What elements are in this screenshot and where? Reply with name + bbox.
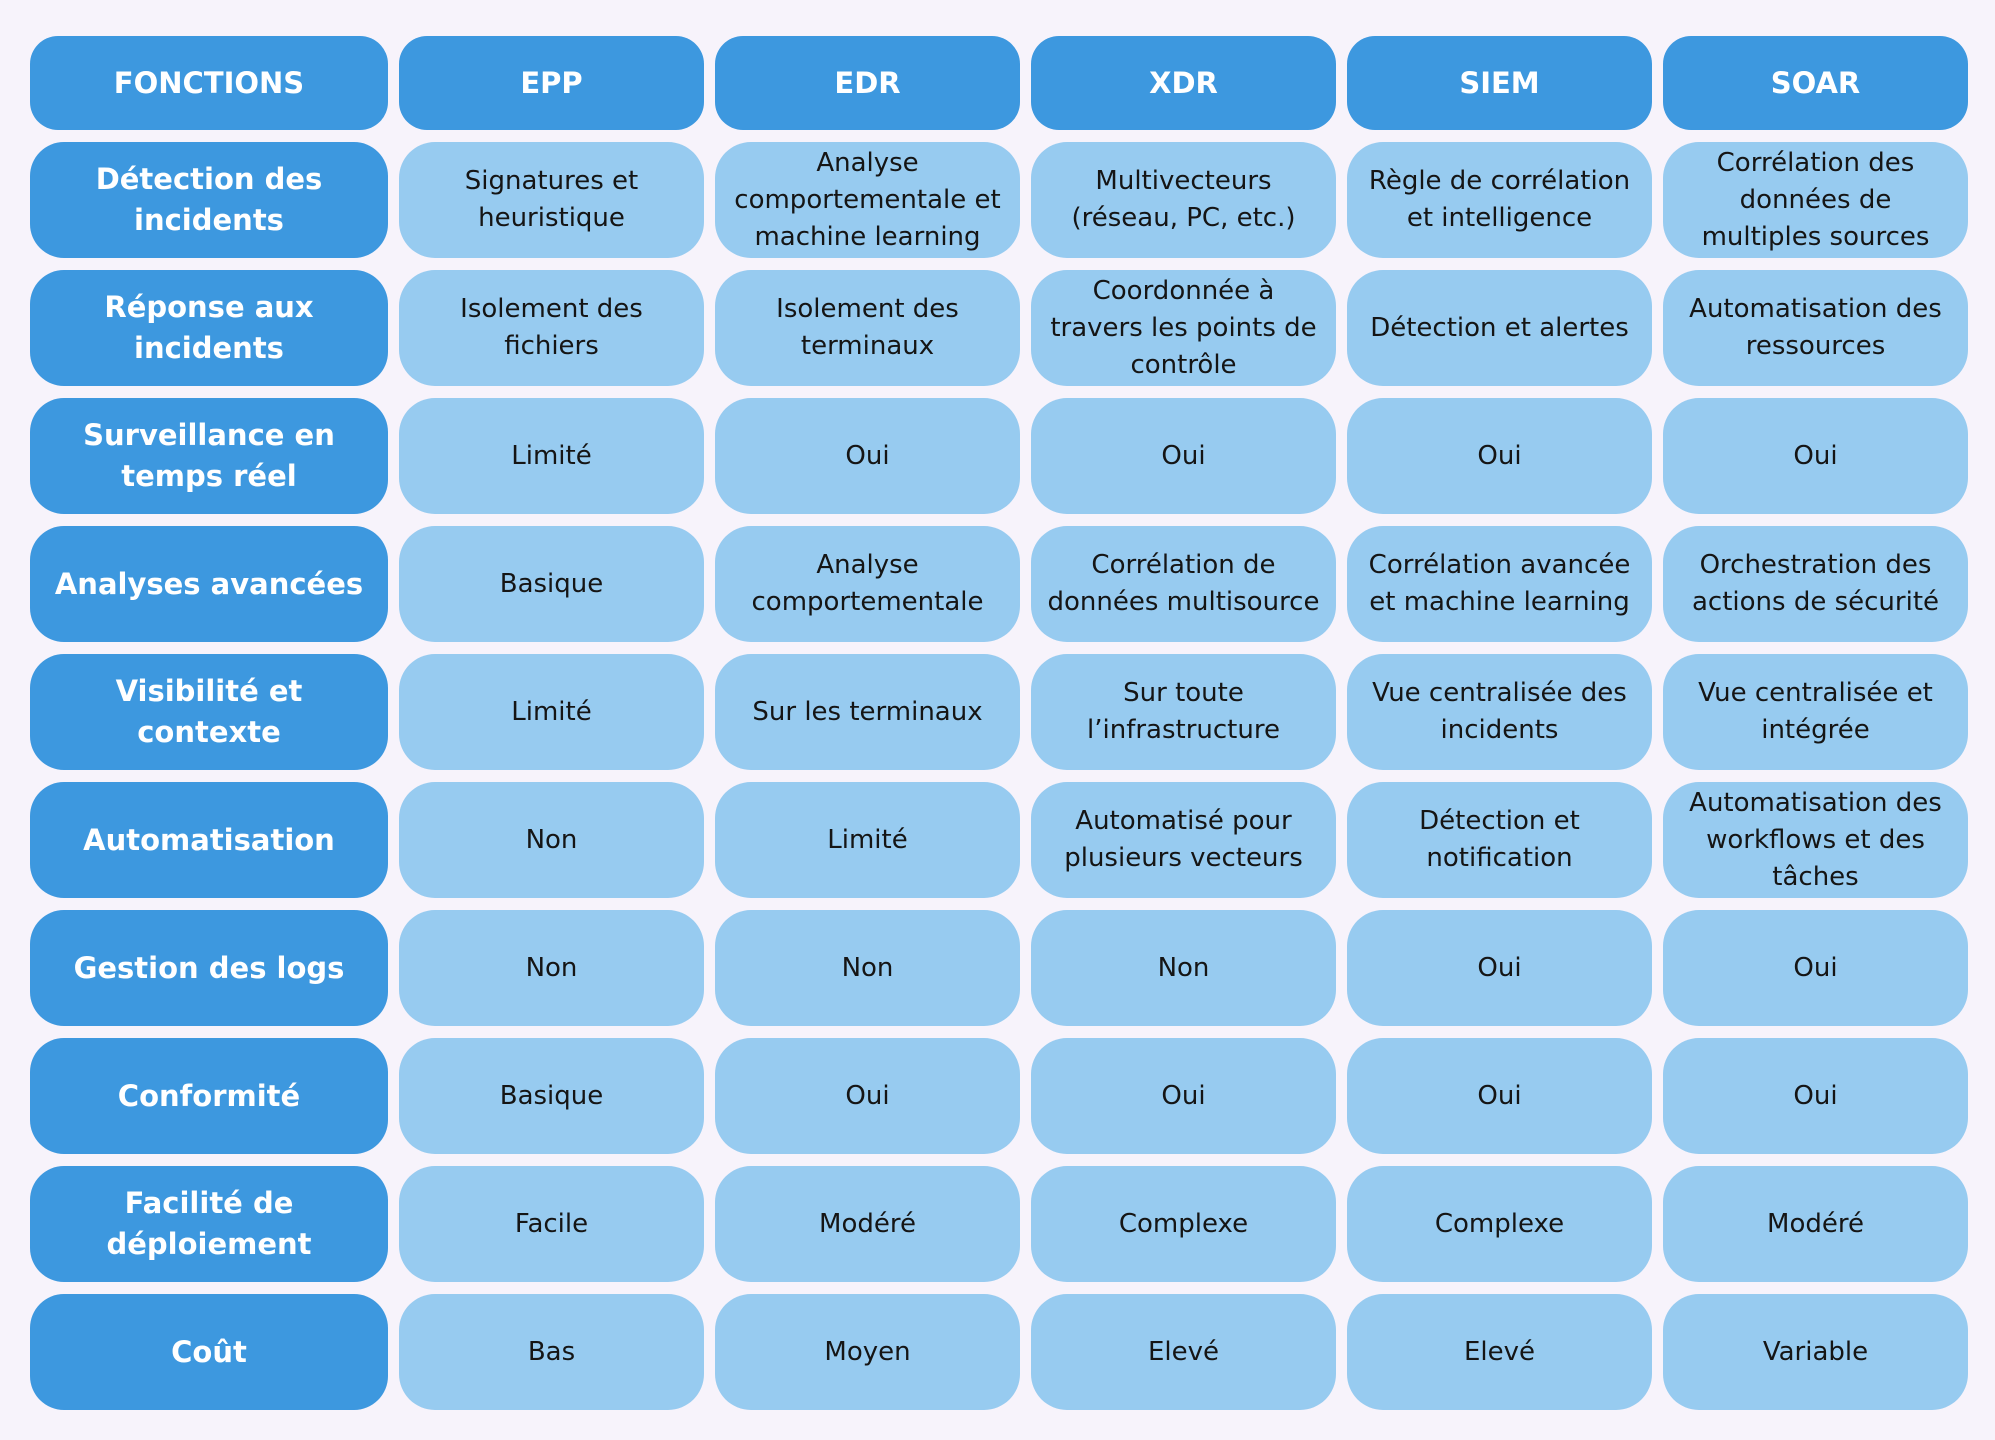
cell-deployment-xdr: Complexe — [1031, 1166, 1336, 1282]
row-label-compliance: Conformité — [30, 1038, 388, 1154]
cell-response-soar: Automatisation des ressources — [1663, 270, 1968, 386]
cell-deployment-edr: Modéré — [715, 1166, 1020, 1282]
cell-logs-siem: Oui — [1347, 910, 1652, 1026]
comparison-table: FONCTIONS EPP EDR XDR SIEM SOAR Détectio… — [30, 36, 1968, 1412]
header-edr: EDR — [715, 36, 1020, 130]
cell-visibility-xdr: Sur toute l’infrastructure — [1031, 654, 1336, 770]
cell-monitoring-xdr: Oui — [1031, 398, 1336, 514]
cell-cost-siem: Elevé — [1347, 1294, 1652, 1410]
cell-monitoring-soar: Oui — [1663, 398, 1968, 514]
cell-detection-edr: Analyse comportementale et machine learn… — [715, 142, 1020, 258]
row-label-automation: Automatisation — [30, 782, 388, 898]
cell-visibility-edr: Sur les terminaux — [715, 654, 1020, 770]
cell-compliance-epp: Basique — [399, 1038, 704, 1154]
cell-detection-xdr: Multivecteurs (réseau, PC, etc.) — [1031, 142, 1336, 258]
cell-analytics-xdr: Corrélation de données multisource — [1031, 526, 1336, 642]
cell-compliance-siem: Oui — [1347, 1038, 1652, 1154]
header-xdr: XDR — [1031, 36, 1336, 130]
header-functions: FONCTIONS — [30, 36, 388, 130]
cell-logs-soar: Oui — [1663, 910, 1968, 1026]
row-label-deployment: Facilité de déploiement — [30, 1166, 388, 1282]
cell-response-edr: Isolement des terminaux — [715, 270, 1020, 386]
cell-detection-siem: Règle de corrélation et intelligence — [1347, 142, 1652, 258]
cell-compliance-soar: Oui — [1663, 1038, 1968, 1154]
cell-logs-xdr: Non — [1031, 910, 1336, 1026]
cell-compliance-edr: Oui — [715, 1038, 1020, 1154]
cell-compliance-xdr: Oui — [1031, 1038, 1336, 1154]
cell-detection-soar: Corrélation des données de multiples sou… — [1663, 142, 1968, 258]
header-siem: SIEM — [1347, 36, 1652, 130]
cell-automation-xdr: Automatisé pour plusieurs vecteurs — [1031, 782, 1336, 898]
row-label-analytics: Analyses avancées — [30, 526, 388, 642]
cell-analytics-siem: Corrélation avancée et machine learning — [1347, 526, 1652, 642]
row-label-logs: Gestion des logs — [30, 910, 388, 1026]
cell-response-epp: Isolement des fichiers — [399, 270, 704, 386]
cell-monitoring-siem: Oui — [1347, 398, 1652, 514]
cell-cost-xdr: Elevé — [1031, 1294, 1336, 1410]
cell-cost-soar: Variable — [1663, 1294, 1968, 1410]
row-label-monitoring: Surveillance en temps réel — [30, 398, 388, 514]
cell-visibility-epp: Limité — [399, 654, 704, 770]
cell-automation-edr: Limité — [715, 782, 1020, 898]
cell-visibility-siem: Vue centralisée des incidents — [1347, 654, 1652, 770]
cell-deployment-siem: Complexe — [1347, 1166, 1652, 1282]
row-label-detection: Détection des incidents — [30, 142, 388, 258]
cell-automation-siem: Détection et notification — [1347, 782, 1652, 898]
row-label-response: Réponse aux incidents — [30, 270, 388, 386]
cell-analytics-soar: Orchestration des actions de sécurité — [1663, 526, 1968, 642]
cell-monitoring-epp: Limité — [399, 398, 704, 514]
cell-automation-soar: Automatisation des workflows et des tâch… — [1663, 782, 1968, 898]
cell-logs-edr: Non — [715, 910, 1020, 1026]
cell-cost-edr: Moyen — [715, 1294, 1020, 1410]
header-epp: EPP — [399, 36, 704, 130]
cell-visibility-soar: Vue centralisée et intégrée — [1663, 654, 1968, 770]
cell-analytics-edr: Analyse comportementale — [715, 526, 1020, 642]
cell-detection-epp: Signatures et heuristique — [399, 142, 704, 258]
cell-response-siem: Détection et alertes — [1347, 270, 1652, 386]
cell-automation-epp: Non — [399, 782, 704, 898]
header-soar: SOAR — [1663, 36, 1968, 130]
cell-deployment-epp: Facile — [399, 1166, 704, 1282]
cell-logs-epp: Non — [399, 910, 704, 1026]
row-label-visibility: Visibilité et contexte — [30, 654, 388, 770]
cell-cost-epp: Bas — [399, 1294, 704, 1410]
cell-monitoring-edr: Oui — [715, 398, 1020, 514]
cell-deployment-soar: Modéré — [1663, 1166, 1968, 1282]
cell-response-xdr: Coordonnée à travers les points de contr… — [1031, 270, 1336, 386]
cell-analytics-epp: Basique — [399, 526, 704, 642]
row-label-cost: Coût — [30, 1294, 388, 1410]
